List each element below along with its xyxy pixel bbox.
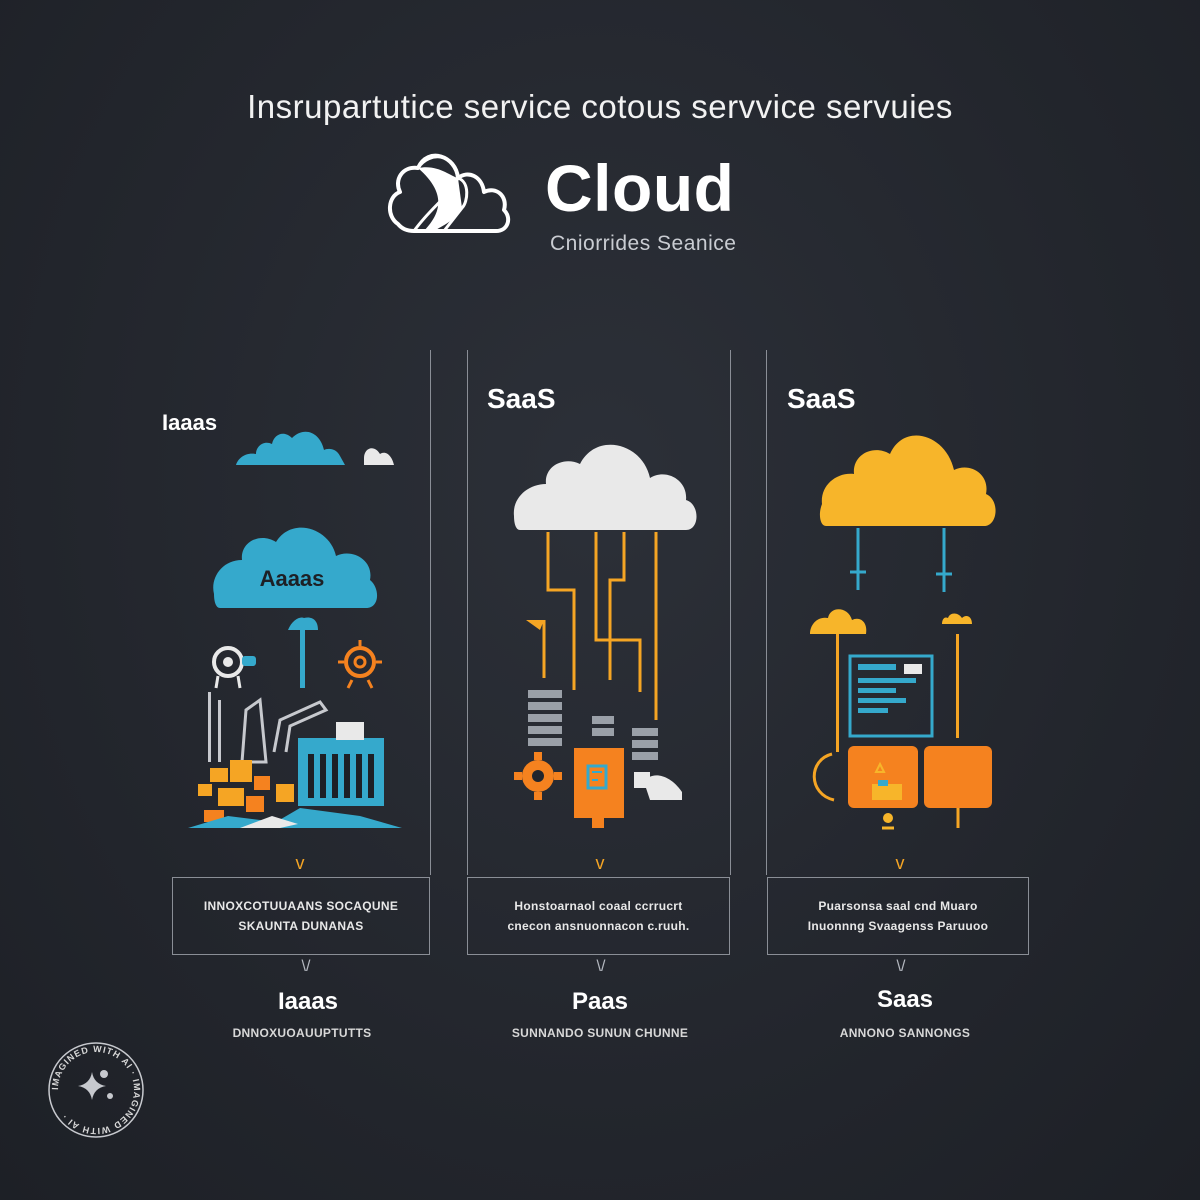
footer-subtitle-saas: ANNONO SANNONGS [839, 1026, 971, 1040]
column-label-iaas: Iaaas [162, 410, 218, 435]
footer-subtitle-paas: SUNNANDO SUNUN CHUNNE [511, 1026, 689, 1040]
chevron-down-icon: \/ [596, 958, 606, 975]
description-line: INNOXCOTUUAANS SOCAQUNE [203, 899, 399, 913]
imagined-with-ai-badge: IMAGINED WITH AI · IMAGINED WITH AI · [48, 1042, 144, 1138]
description-line: Honstoarnaol coaal ccrrucrt [514, 899, 683, 913]
description-line: SKAUNTA DUNANAS [238, 919, 364, 933]
column-label-saas: SaaS [487, 383, 556, 414]
chevron-down-icon: v [895, 853, 905, 873]
description-line: cnecon ansnuonnacon c.ruuh. [507, 919, 690, 933]
chevron-down-icon: v [295, 853, 305, 873]
column-label-saas-2: SaaS [787, 383, 856, 414]
description-line: Puarsonsa saal cnd Muaro [818, 899, 978, 913]
platform-gear-server-icon [513, 444, 697, 828]
software-app-window-icon [810, 435, 996, 830]
chevron-down-icon: \/ [896, 958, 906, 975]
sparkle-icon [78, 1070, 113, 1100]
footer-title-iaas: Iaaas [277, 988, 339, 1015]
column-divider [730, 350, 731, 875]
footer-title-saas: Saas [876, 986, 934, 1013]
footer-title-paas: Paas [571, 988, 629, 1015]
cloud-outline-icon [388, 153, 511, 233]
brand-subtitle: Cniorrides Seanice [550, 232, 737, 255]
infrastructure-factory-icon: Aaaas [188, 431, 402, 828]
description-box-iaas: INNOXCOTUUAANS SOCAQUNE SKAUNTA DUNANAS [172, 877, 430, 955]
column-divider [766, 350, 767, 875]
column-divider [467, 350, 468, 875]
footer-subtitle-iaas: DNNOXUOAUUPTUTTS [232, 1026, 372, 1040]
cloud-label-aaaas: Aaaas [260, 566, 325, 591]
description-line: Inuonnng Svaagenss Paruuoo [807, 919, 989, 933]
description-box-saas-2: Puarsonsa saal cnd Muaro Inuonnng Svaage… [767, 877, 1029, 955]
chevron-down-icon: \/ [301, 958, 311, 975]
brand-name: Cloud [545, 151, 735, 225]
header-tagline: Insrupartutice service cotous servvice s… [247, 88, 953, 125]
chevron-down-icon: v [595, 853, 605, 873]
column-divider [430, 350, 431, 875]
description-box-saas: Honstoarnaol coaal ccrrucrt cnecon ansnu… [467, 877, 730, 955]
